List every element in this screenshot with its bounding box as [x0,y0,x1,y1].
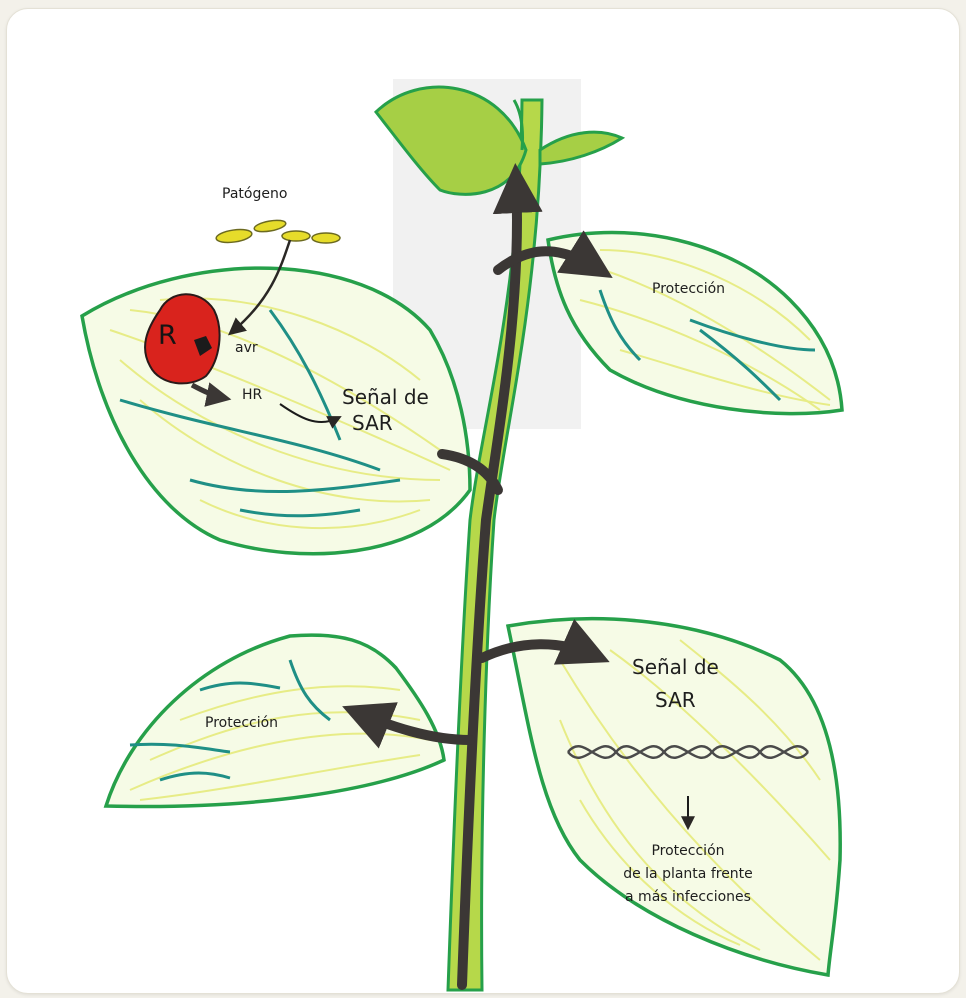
sar-signal-top-line2: SAR [352,411,393,435]
sar-signal-bottom-line1: Señal de [632,655,719,679]
final-protection-line2: de la planta frente [608,866,768,883]
hr-label: HR [242,387,262,404]
final-protection-line1: Protección [608,843,768,860]
final-protection-line3: a más infecciones [608,889,768,906]
top-bud-leaf [376,87,622,194]
protection-lower-left-label: Protección [205,715,278,732]
protection-upper-right-label: Protección [652,281,725,298]
pathogen-particles [215,218,340,244]
avr-label: avr [235,340,258,357]
sar-signal-top-line1: Señal de [342,385,429,409]
receptor-label: R [158,320,177,351]
sar-signal-bottom-line2: SAR [655,688,696,712]
pathogen-label: Patógeno [222,186,287,203]
infected-leaf [82,268,470,554]
